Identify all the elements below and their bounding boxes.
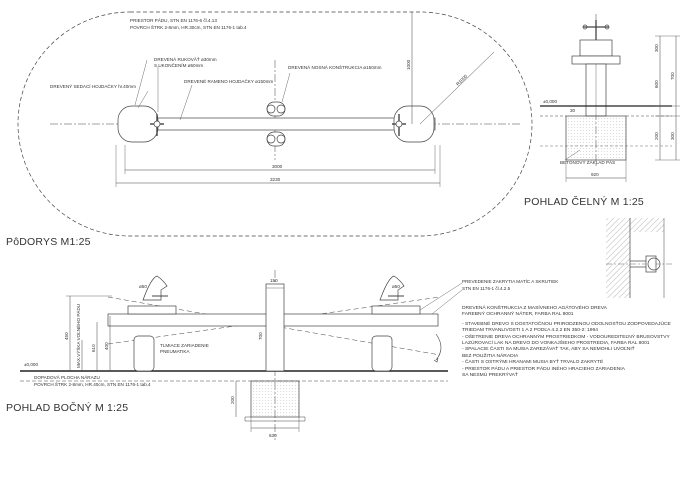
front-view [540, 14, 680, 182]
plan-view [17, 11, 533, 237]
plan-labels: PRIESTOR PÁDU, STN EN 1176-6 čl.4.13 POV… [50, 17, 469, 182]
plan-title: PôDORYS M1:25 [6, 236, 91, 248]
plan-beam-label: DREVENÉ RAMENO HOJDAČKY ø150mm [184, 78, 273, 84]
plan-dim-inner: 3000 [272, 164, 283, 169]
side-dim-h1: 450 [64, 332, 69, 340]
side-post [265, 283, 285, 372]
side-handle-right [379, 275, 405, 301]
plan-dim-height: 1000 [406, 59, 411, 70]
note-line: - OŠETRENIE DREVA OCHRANNÝM PROSTRIEDKOM… [462, 334, 670, 340]
front-dim-a: 700 [670, 72, 675, 80]
note-line: - PRIESTOR PÁDU A PRIESTOR PÁDU INÉHO HR… [462, 366, 625, 372]
screw-detail [606, 218, 672, 298]
front-title: POHLAD ČELNÝ M 1:25 [524, 196, 644, 208]
detail-labels: PREVEDENIE ZAKRYTIA MATÍC A SKRUTIEK STN… [462, 278, 559, 291]
side-dim-h3: 700 [258, 332, 263, 340]
front-dim-d: 300 [670, 132, 675, 140]
note-line: FAREBNÝ OCHRANNÝ NÁTER, FARBA RAL 8001 [462, 312, 574, 318]
plan-dim-outer: 3230 [270, 177, 281, 182]
side-rest-2: PNEUMATIKA [160, 349, 190, 354]
detail-note-1: PREVEDENIE ZAKRYTIA MATÍC A SKRUTIEK [462, 278, 559, 284]
front-dim-top: 300 [654, 44, 659, 52]
front-dim-b: 600 [654, 80, 659, 88]
notes-block: DREVENÁ KONŠTRUKCIA Z MASÍVNEHO AGÁTOVÉH… [462, 306, 697, 379]
plan-radius: R1000 [455, 73, 468, 86]
side-dim-h4: 400 [104, 342, 109, 350]
side-dim-side: 200 [230, 396, 235, 404]
plan-post-top [266, 101, 286, 117]
plan-support-label: DREVENÁ NOSNÁ KONŠTRUKCIA ø150mm [288, 64, 382, 70]
note-line: - STAVEBNÉ DREVO S DOSTATOČNOU PRIRODZEN… [462, 321, 671, 327]
plan-handle-label-2: S UKONČENÍM ø50mm [154, 62, 203, 68]
plan-handle-label: DREVENÁ RUKOVÄŤ ø30mm [154, 55, 217, 62]
front-dim-c: 200 [654, 132, 659, 140]
front-concrete-label: BETÓNOVÝ ZÁKLAD PÄS [560, 159, 615, 165]
side-title: POHLAD BOČNÝ M 1:25 [6, 402, 129, 414]
tyre-right [371, 335, 393, 372]
front-dim-small: 30 [570, 108, 576, 113]
note-line: - SPALACIE ČASTI SA MUSIA ZAREZÁVAŤ TAK,… [462, 347, 635, 353]
side-view [20, 270, 463, 440]
plan-seat-label: DREVENÝ SEDACÍ HOJDAČKY hr.40mm [50, 83, 136, 89]
front-dim-width: 920 [591, 172, 599, 177]
note-line: BEZ POUŽITIA NÁRADIA [462, 353, 519, 359]
note-line: - ČASTI S OSTRÝMI HRANAMI MUSIA BYŤ TRVA… [462, 360, 604, 366]
side-dim-base: 630 [269, 433, 277, 438]
side-rest-1: TLMIACE ZARIADENIE [160, 343, 209, 348]
side-dim-h2: 610 [91, 344, 96, 352]
plan-area-note-2: POVRCH ŠTRK 2-8mm, HR.30cm, STN EN 1176-… [130, 24, 247, 30]
side-level: ±0,000 [24, 362, 38, 367]
detail-note-2: STN EN 1176-1 čl.4.2.5 [462, 286, 511, 291]
plan-beam [124, 117, 436, 131]
side-max-label: MAX.VÝŠKA VOĽNÉHO PÁDU [75, 304, 81, 368]
note-line: DREVENÁ KONŠTRUKCIA Z MASÍVNEHO AGÁTOVÉH… [462, 306, 607, 311]
note-line: TRIEDAM TRVANLIVOSTI 1 A 2 PODĽA 4.2.2 E… [462, 328, 598, 334]
side-surface-2: POVRCH ŠTRK 2-8mm, HR.40cm, STN EN 1176-… [34, 381, 151, 387]
front-labels: ±0,000 BETÓNOVÝ ZÁKLAD PÄS 300 700 600 2… [543, 44, 675, 177]
side-dia-1: ø50 [139, 284, 147, 289]
side-labels: ±0,000 150 450 610 700 400 MAX.VÝŠKA VOĽ… [24, 278, 400, 438]
note-line: LAZÚROVACÍ LAK NA DREVO DO VONKAJŠIEHO P… [462, 341, 650, 347]
side-surface-1: DOPADOVÁ PLOCHA NÁRAZU [34, 374, 100, 380]
note-line: SA NESMÚ PREKRÝVAŤ [462, 373, 518, 379]
plan-area-note-1: PRIESTOR PÁDU, STN EN 1176-6 čl.4.13 [130, 17, 217, 23]
fall-area-outline [17, 11, 533, 237]
plan-post-bottom [266, 131, 286, 147]
tyre-left [133, 335, 155, 372]
side-handle-left [142, 275, 168, 301]
front-level: ±0,000 [543, 99, 557, 104]
side-dia-2: ø50 [392, 284, 400, 289]
side-dim-top: 150 [270, 278, 278, 283]
